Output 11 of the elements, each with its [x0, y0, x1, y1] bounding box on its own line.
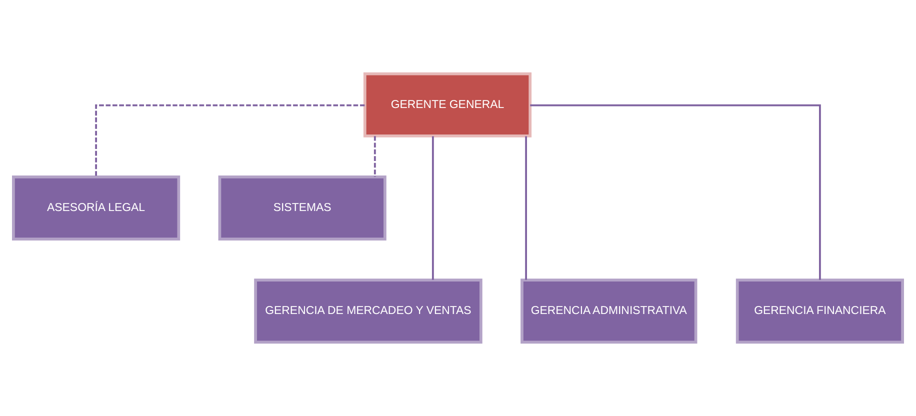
connector [525, 136, 527, 280]
connector [374, 136, 376, 177]
node-box: GERENTE GENERAL [363, 72, 532, 138]
node-box: SISTEMAS [218, 176, 386, 240]
connector [530, 104, 821, 280]
node-box: GERENCIA DE MERCADEO Y VENTAS [254, 278, 482, 344]
connector [432, 136, 434, 280]
node-box: GERENCIA ADMINISTRATIVA [520, 278, 698, 344]
node-box: ASESORÍA LEGAL [12, 176, 180, 240]
node-box: GERENCIA FINANCIERA [736, 278, 904, 344]
connector [95, 104, 365, 177]
